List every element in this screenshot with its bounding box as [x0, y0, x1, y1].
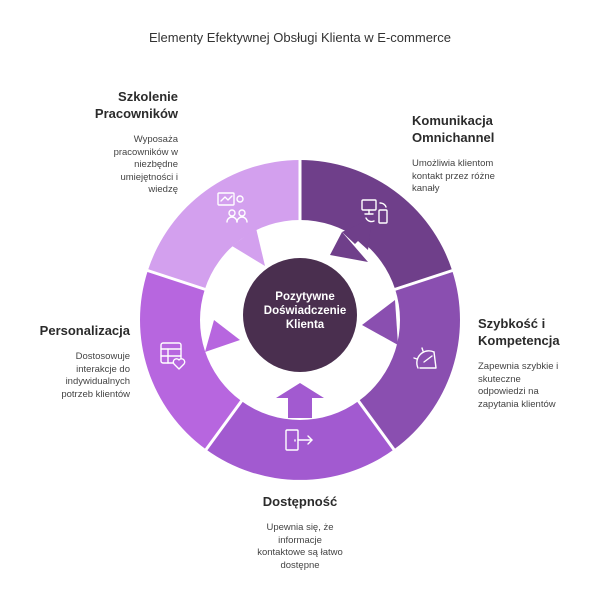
diagram-title: Elementy Efektywnej Obsługi Klienta w E-… — [148, 30, 451, 45]
arrow-availability — [276, 383, 324, 418]
segment-personalization — [140, 270, 242, 450]
devices-sync-icon — [361, 199, 388, 224]
speed-gauge-icon — [413, 347, 437, 369]
door-enter-icon — [285, 429, 313, 451]
calendar-heart-icon — [160, 342, 186, 370]
arrow-personalization — [205, 320, 240, 352]
training-people-icon — [217, 192, 248, 223]
arrow-speed — [362, 300, 398, 345]
label-personalization: Personalizacja Dostosowuje interakcje do… — [39, 323, 130, 400]
arrow-omnichannel — [342, 218, 372, 250]
arrow-head-omnichannel — [330, 232, 368, 262]
center-circle — [243, 258, 357, 372]
label-availability: Dostępność Upewnia się, że informacje ko… — [257, 494, 343, 571]
segment-training — [147, 159, 300, 290]
center-label: Pozytywne Doświadczenie Klienta — [263, 291, 347, 331]
segment-speed — [358, 270, 460, 450]
segment-omnichannel — [300, 160, 453, 290]
arrow-training — [232, 228, 265, 266]
